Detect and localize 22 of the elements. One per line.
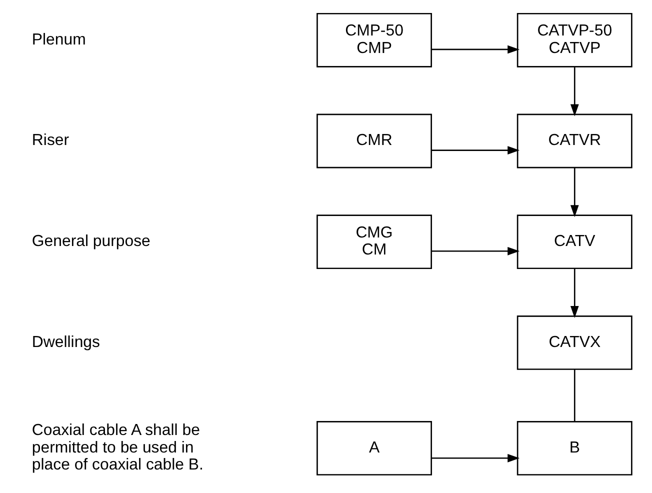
label: Riser [31,132,69,150]
arrow [431,246,520,256]
node-box: CMR [316,114,432,168]
node-box: CMG CM [316,214,432,270]
node-box: B [516,421,632,476]
node-box: CATVP-50 CATVP [516,12,632,68]
node-box: CATV [516,214,632,270]
arrow [570,268,578,318]
node-box: A [316,421,432,476]
arrow [431,454,520,462]
arrow [570,168,578,218]
connector [573,369,575,422]
node-box: CATVX [516,316,632,370]
label: Dwellings [31,334,100,351]
label: Coaxial cable A shall be permitted to be used in place of coaxial cable B. [31,422,203,474]
arrow [570,67,578,116]
label: General purpose [31,232,150,250]
label: Plenum [31,31,86,48]
node-box: CMP-50 CMP [316,12,432,68]
node-box: CATVR [516,114,632,168]
arrow [431,45,520,54]
arrow [431,146,520,154]
